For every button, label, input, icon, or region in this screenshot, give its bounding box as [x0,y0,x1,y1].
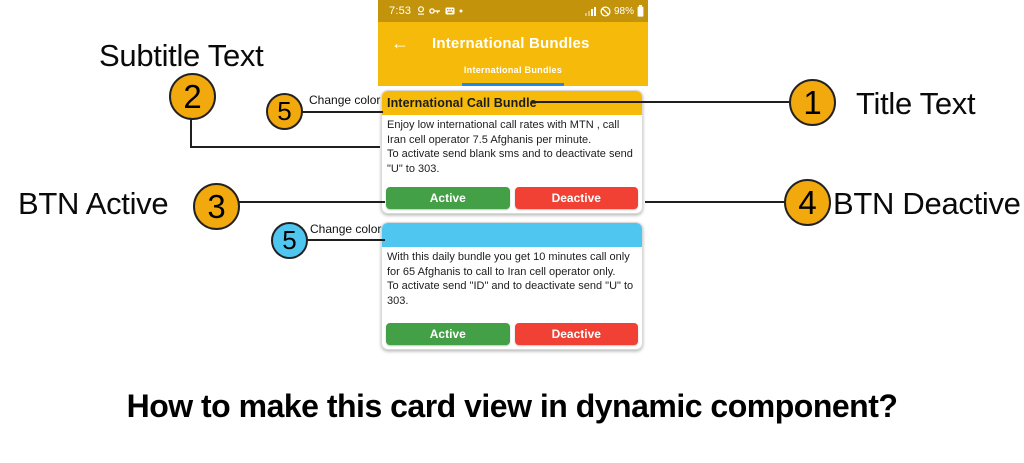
tab-indicator [462,82,564,86]
marker-2: 2 [169,73,216,120]
leader-line-change-color-bottom [306,239,385,241]
deactive-button-2[interactable]: Deactive [514,323,638,345]
keyboard-icon [445,7,455,15]
card1-title: International Call Bundle [387,96,537,110]
annotation-change-color-bottom: Change color [310,222,382,236]
leader-line-btn-active [239,201,385,203]
signal-icon [584,6,597,16]
marker-5-top: 5 [266,93,303,130]
card1-title-bar: International Call Bundle [382,91,642,115]
annotation-change-color-top: Change color [309,93,381,107]
leader-line-title [531,101,789,103]
card2-title-bar [382,223,642,247]
page-heading: How to make this card view in dynamic co… [126,388,898,424]
app-bar-title: International Bundles [432,34,590,52]
card2-body-text: With this daily bundle you get 10 minute… [387,251,634,307]
card2-button-row: Active Deactive [386,323,638,345]
leader-line-change-color-top [301,111,383,113]
annotation-subtitle-text: Subtitle Text [99,38,264,73]
tab-international-bundles[interactable]: International Bundles [463,65,563,75]
dot-icon [459,9,463,13]
status-left-icons [417,6,463,16]
status-right-icons: 98% [584,5,644,17]
status-time: 7:53 [389,5,412,17]
tab-bar: International Bundles [378,64,648,86]
leader-line-btn-deactive [645,201,785,203]
deactive-button[interactable]: Deactive [514,187,638,209]
annotation-title-text: Title Text [856,86,976,121]
marker-3: 3 [193,183,240,230]
marker-5-bottom: 5 [271,222,308,259]
battery-icon [637,5,644,17]
phone-screenshot: 7:53 [378,0,648,354]
active-button-2[interactable]: Active [386,323,510,345]
card1-button-row: Active Deactive [386,187,638,209]
no-notification-icon [600,5,611,17]
data-usage-icon [417,6,425,16]
app-bar: ← International Bundles [378,22,648,64]
annotation-btn-active: BTN Active [18,186,169,221]
back-arrow-icon[interactable]: ← [391,33,409,53]
active-button[interactable]: Active [386,187,510,209]
bundle-card-1: International Call Bundle Enjoy low inte… [381,90,643,214]
leader-line-subtitle-vertical [190,119,192,148]
marker-1: 1 [789,79,836,126]
leader-line-subtitle-horizontal [190,146,380,148]
bundle-card-2: With this daily bundle you get 10 minute… [381,222,643,350]
key-icon [429,7,441,15]
card1-body-text: Enjoy low international call rates with … [387,119,633,175]
battery-percent: 98% [613,5,634,17]
annotation-btn-deactive: BTN Deactive [833,186,1021,221]
marker-4: 4 [784,179,831,226]
status-bar: 7:53 [378,0,648,22]
